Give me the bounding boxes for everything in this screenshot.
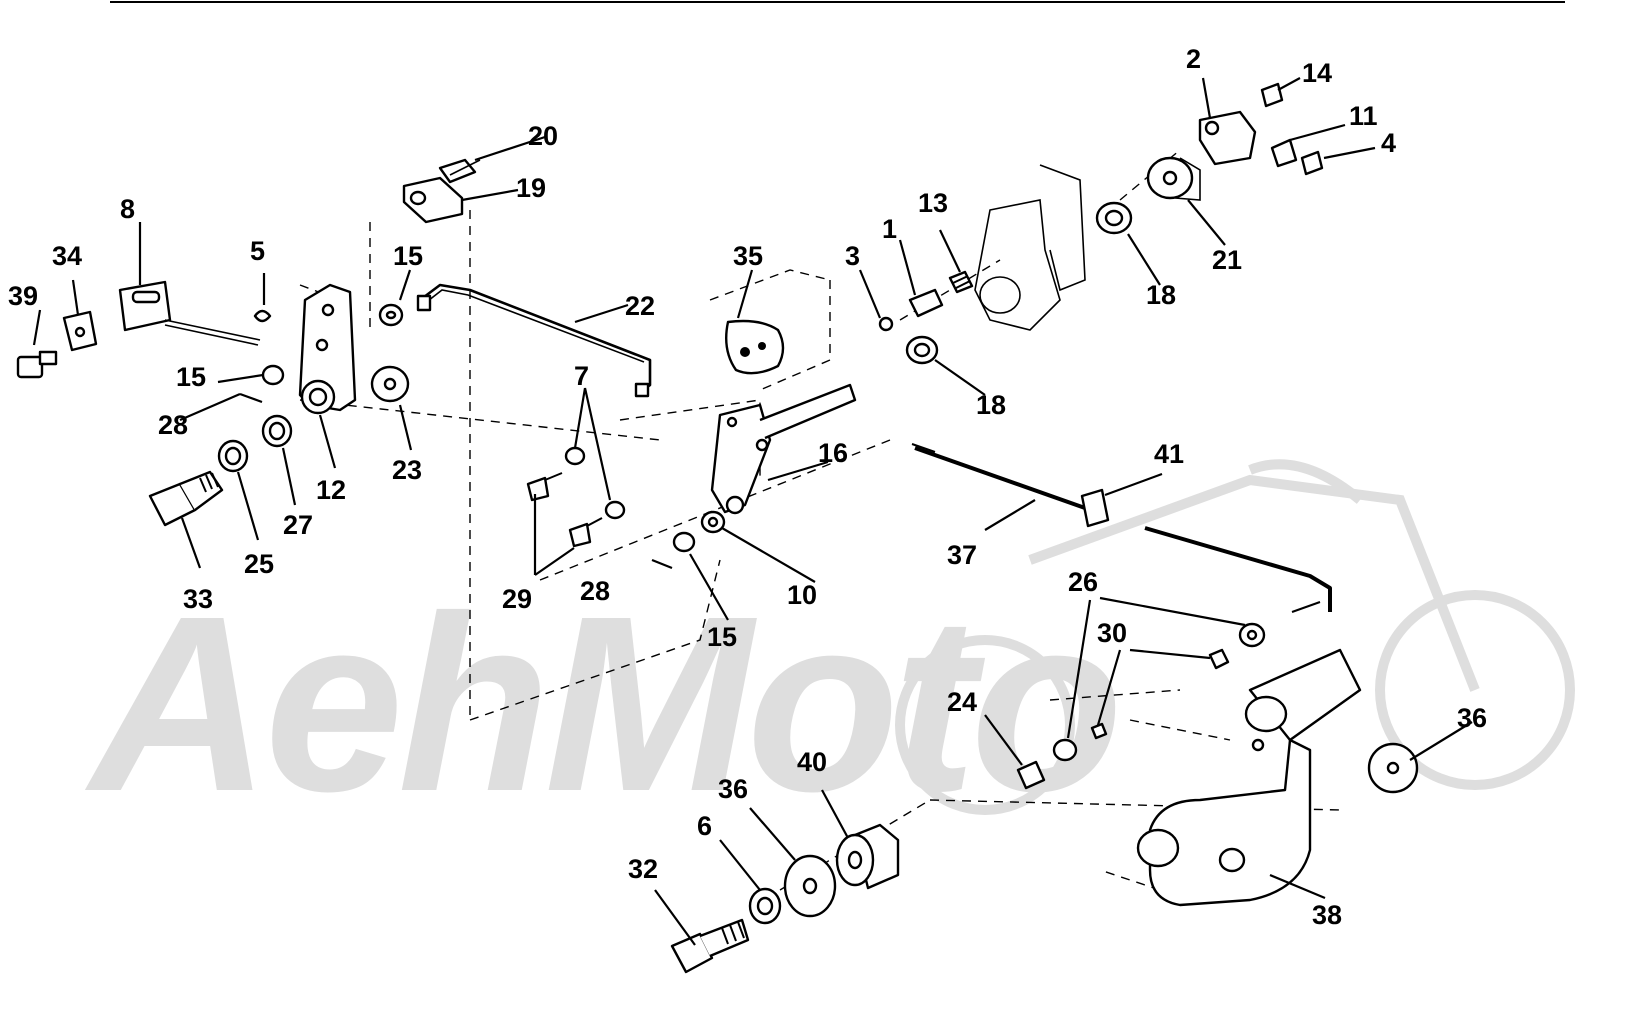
callout-19: 19 (516, 173, 546, 203)
part-24-nut (1016, 760, 1046, 790)
callout-10: 10 (787, 580, 817, 610)
callout-20: 20 (528, 121, 558, 151)
part-22-rod (416, 283, 652, 398)
part-29-bolt-b (568, 517, 603, 548)
callout-35: 35 (733, 241, 763, 271)
part-14-bolt (1260, 82, 1284, 108)
engine-case (974, 164, 1086, 331)
part-40-spacer (835, 823, 900, 890)
part-30-nut-b (1090, 722, 1108, 740)
watermark: AehMoto (84, 459, 1575, 843)
callout-3: 3 (845, 241, 860, 271)
callout-22: 22 (625, 291, 655, 321)
callout-7: 7 (574, 361, 589, 391)
callout-36-bottom: 36 (718, 774, 748, 804)
callout-8: 8 (120, 194, 135, 224)
callout-labels: 2 14 11 4 20 19 8 13 1 34 5 15 35 3 21 3… (8, 44, 1487, 930)
part-8-bracket (118, 280, 261, 346)
callout-28-left: 28 (158, 410, 188, 440)
part-30-nut-a (1208, 648, 1230, 670)
part-12-lever (298, 283, 357, 415)
callout-33: 33 (183, 584, 213, 614)
callout-15-top: 15 (393, 241, 423, 271)
callout-15-left: 15 (176, 362, 206, 392)
part-28-pin-a (239, 392, 263, 404)
callout-2: 2 (1186, 44, 1201, 74)
part-13-spring (948, 270, 974, 294)
callout-40: 40 (797, 747, 827, 777)
callout-14: 14 (1302, 58, 1332, 88)
watermark-frame (1028, 474, 1480, 692)
part-38-pedal (1136, 648, 1362, 907)
callout-34: 34 (52, 241, 82, 271)
callout-1: 1 (882, 214, 897, 244)
part-37-rod (911, 443, 1332, 613)
part-28-pin-b (651, 558, 673, 570)
callout-15-bottom: 15 (707, 622, 737, 652)
callout-13: 13 (918, 188, 948, 218)
part-20-bolt (438, 158, 481, 184)
callout-23: 23 (392, 455, 422, 485)
callout-18-center: 18 (976, 390, 1006, 420)
part-41-joint (1080, 488, 1110, 528)
leader-lines (32, 77, 1473, 946)
callout-24: 24 (947, 687, 977, 717)
callout-29: 29 (502, 584, 532, 614)
callout-26: 26 (1068, 567, 1098, 597)
callout-41: 41 (1154, 439, 1184, 469)
part-26-washer-b (1052, 738, 1078, 762)
callout-5: 5 (250, 236, 265, 266)
part-15-washer-a (261, 364, 285, 386)
part-33-bolt (148, 470, 224, 527)
callout-12: 12 (316, 475, 346, 505)
callout-18-right: 18 (1146, 280, 1176, 310)
callout-25: 25 (244, 549, 274, 579)
callout-30: 30 (1097, 618, 1127, 648)
callout-21: 21 (1212, 245, 1242, 275)
part-19-block (402, 176, 464, 224)
callout-28-center: 28 (580, 576, 610, 606)
part-35-cam (725, 319, 785, 375)
watermark-text: AehMoto (84, 564, 1117, 843)
part-15-washer-c (672, 531, 696, 553)
watermark-wheel-rear (1375, 590, 1575, 790)
part-7-washer-b (604, 500, 626, 520)
part-5-clip (253, 309, 272, 323)
callout-16: 16 (818, 438, 848, 468)
part-11-plate (1270, 138, 1298, 168)
part-3-ball (878, 316, 894, 332)
callout-39: 39 (8, 281, 38, 311)
part-4-bolt (1300, 150, 1324, 176)
watermark-seat (1248, 459, 1364, 504)
part-1-bushing (908, 288, 944, 318)
part-29-bolt-a (526, 472, 563, 502)
parts (16, 82, 1419, 974)
callout-32: 32 (628, 854, 658, 884)
part-21-cylinder (1146, 156, 1201, 201)
part-16-lever (710, 383, 857, 515)
part-7-washer-a (564, 446, 586, 466)
callout-37: 37 (947, 540, 977, 570)
callout-4: 4 (1381, 128, 1396, 158)
callout-36-right: 36 (1457, 703, 1487, 733)
part-2-clamp (1198, 110, 1257, 166)
callout-38: 38 (1312, 900, 1342, 930)
part-39-bolt (16, 350, 58, 379)
callout-27: 27 (283, 510, 313, 540)
callout-11: 11 (1349, 101, 1378, 131)
callout-6: 6 (697, 811, 712, 841)
